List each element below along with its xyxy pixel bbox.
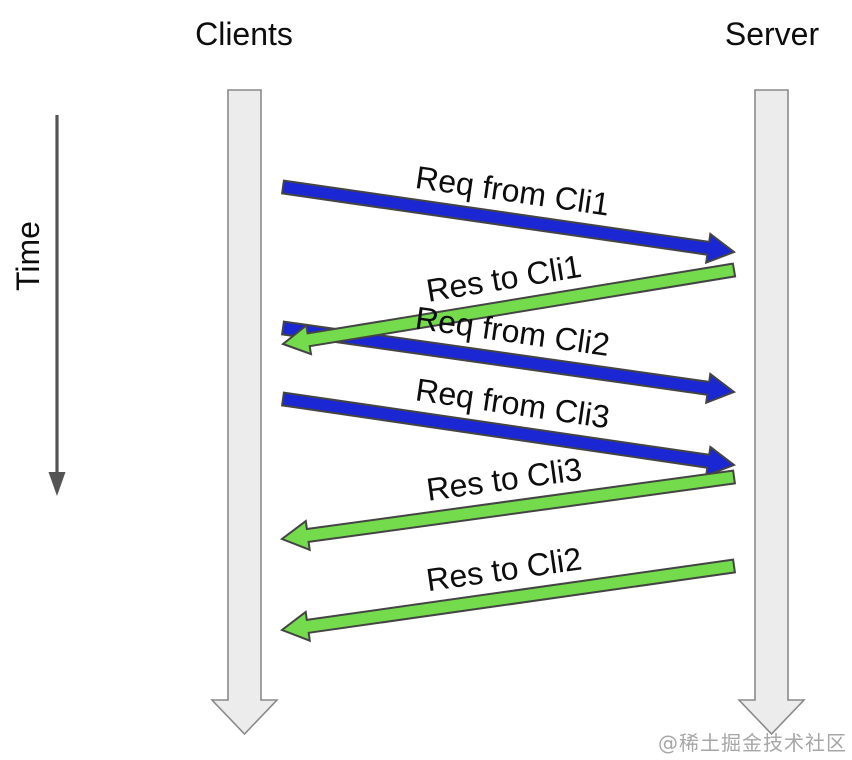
- message-arrow-req-from-cli3: [280, 391, 737, 478]
- watermark: @稀土掘金技术社区: [658, 731, 847, 755]
- message-arrow-res-to-cli2: [279, 558, 737, 643]
- server-title: Server: [725, 16, 820, 52]
- client-lifeline-arrow: [210, 89, 279, 736]
- message-arrow-res-to-cli3: [279, 469, 737, 552]
- message-arrow-req-from-cli1: [280, 179, 737, 265]
- time-axis-label: Time: [10, 221, 46, 291]
- clients-title: Clients: [195, 16, 293, 52]
- time-axis: Time: [10, 115, 66, 496]
- message-arrow-res-to-cli1: [280, 262, 737, 356]
- message-arrows: [279, 179, 737, 643]
- server-lifeline-arrow: [737, 89, 806, 736]
- lifelines: [210, 89, 806, 736]
- time-axis-arrowhead-icon: [48, 472, 66, 496]
